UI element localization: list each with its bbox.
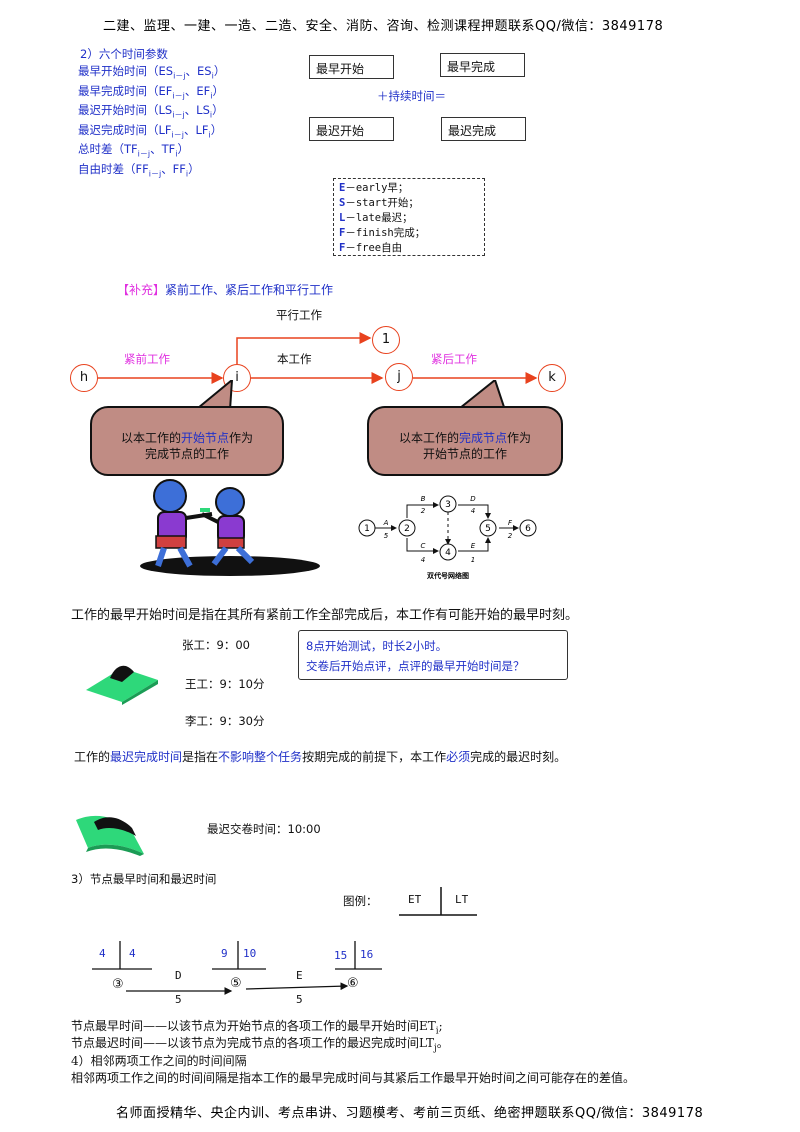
legend-line: S－start开始； [339, 197, 419, 209]
n6-et: 15 [334, 949, 348, 962]
exam-note-line2: 交卷后开始点评，点评的最早开始时间是？ [306, 659, 525, 673]
node-l: 1 [372, 326, 400, 354]
relation-diagram [98, 332, 538, 384]
params-title: 2）六个时间参数 [80, 47, 168, 61]
et-lt-legend [399, 887, 477, 916]
network-caption: 双代号网络图 [427, 571, 469, 580]
exam-note: 8点开始测试，时长2小时。 交卷后开始点评，点评的最早开始时间是？ [298, 630, 568, 680]
succ-label: 紧后工作 [431, 352, 477, 366]
et-label: ET [408, 893, 422, 906]
worker-wang: 王工：9：10分 [185, 677, 265, 691]
net-label-f-dur: 2 [508, 532, 513, 540]
exam-note-line1: 8点开始测试，时长2小时。 [306, 639, 448, 653]
lt-definition: 节点最迟时间——以该节点为完成节点的各项工作的最迟完成时间LTj。 [71, 1036, 449, 1054]
node-k: k [538, 364, 566, 392]
network-diagram: 1 2 3 4 5 6 A 5 B 2 C 4 D 4 E 1 F 2 双代号网… [358, 495, 537, 580]
net-label-f: F [508, 519, 513, 527]
net-label-b-dur: 2 [421, 507, 426, 515]
callout-pred: 以本工作的开始节点作为 完成节点的工作 [90, 406, 284, 476]
node-time-network [92, 941, 382, 995]
lt-label: LT [455, 893, 469, 906]
worker-li: 李工：9：30分 [185, 714, 265, 728]
work-d: D [175, 969, 182, 982]
es-definition: 工作的最早开始时间是指在其所有紧前工作全部完成后，本工作有可能开始的最早时刻。 [71, 608, 579, 623]
param-item: 最迟完成时间（LFi－j、LFi） [78, 122, 223, 139]
legend-line: L－late最迟； [339, 212, 413, 224]
net-node-5: 5 [485, 524, 491, 534]
net-node-4: 4 [445, 548, 451, 558]
parallel-arrow [236, 332, 372, 364]
node-5: ⑤ [230, 976, 242, 991]
net-label-a-dur: 5 [384, 532, 389, 540]
legend-line: F－finish完成； [339, 227, 426, 239]
n3-et: 4 [99, 947, 106, 960]
supp-title: 【补充】紧前工作、紧后工作和平行工作 [117, 283, 334, 297]
node-time-title: 3）节点最早时间和最迟时间 [71, 872, 217, 886]
node-h: h [70, 364, 98, 392]
work-d-duration: 5 [175, 993, 182, 1006]
callout-succ: 以本工作的完成节点作为 开始节点的工作 [367, 406, 563, 476]
relay-runners-illustration [140, 479, 320, 576]
node-j: j [385, 363, 413, 391]
et-definition: 节点最早时间——以该节点为开始节点的各项工作的最早开始时间ETi; [71, 1019, 443, 1037]
node-6: ⑥ [347, 976, 359, 991]
param-item: 最早完成时间（EFi－j、EFi） [78, 83, 224, 100]
es-box: 最早开始 [309, 55, 394, 79]
ls-box: 最迟开始 [309, 117, 394, 141]
net-label-b: B [421, 495, 426, 503]
n6-lt: 16 [360, 948, 374, 961]
work-e-duration: 5 [296, 993, 303, 1006]
ef-box: 最早完成 [440, 53, 525, 77]
deadline-text: 最迟交卷时间：10:00 [207, 822, 321, 836]
legend-line: E－early早； [339, 182, 409, 194]
n3-lt: 4 [129, 947, 136, 960]
n5-lt: 10 [243, 947, 257, 960]
net-node-2: 2 [404, 524, 410, 534]
worker-zhang: 张工：9：00 [182, 638, 250, 652]
net-label-a: A [383, 519, 389, 527]
param-item: 最早开始时间（ESi－j、ESi） [78, 64, 226, 81]
work-e: E [296, 969, 303, 982]
callout-pointers [195, 380, 507, 412]
abbr-legend: E－early早； S－start开始； L－late最迟； F－finish完成； F… [333, 178, 485, 256]
pred-label: 紧前工作 [124, 352, 170, 366]
net-label-e: E [471, 542, 476, 550]
n5-et: 9 [221, 947, 228, 960]
param-item: 最迟开始时间（LSi－j、LSi） [78, 103, 224, 120]
interval-definition: 相邻两项工作之间的时间间隔是指本工作的最早完成时间与其紧后工作最早开始时间之间可… [71, 1071, 636, 1085]
net-label-d: D [470, 495, 476, 503]
net-node-6: 6 [525, 524, 531, 534]
param-item: 自由时差（FFi－j、FFi） [78, 161, 200, 178]
param-item: 总时差（TFi－j、TFi） [78, 142, 189, 159]
book-icon-2 [76, 815, 144, 856]
plus-duration: ＋持续时间＝ [377, 89, 446, 103]
node-3: ③ [112, 977, 124, 992]
lf-box: 最迟完成 [441, 117, 526, 141]
net-node-1: 1 [364, 524, 370, 534]
net-label-c-dur: 4 [421, 556, 425, 564]
net-node-3: 3 [445, 500, 451, 510]
lf-definition: 工作的最迟完成时间是指在不影响整个任务按期完成的前提下，本工作必须完成的最迟时刻… [74, 750, 567, 764]
book-icon [86, 665, 158, 705]
net-label-d-dur: 4 [471, 507, 475, 515]
interval-title: 4）相邻两项工作之间的时间间隔 [71, 1054, 247, 1068]
net-label-c: C [421, 542, 426, 550]
parallel-label: 平行工作 [276, 308, 322, 322]
page-footer: 名师面授精华、央企内训、考点串讲、习题模考、考前三页纸、绝密押题联系QQ/微信：… [116, 1106, 704, 1121]
legend-label: 图例： [343, 894, 378, 908]
legend-line: F－free自由 [339, 242, 403, 254]
current-label: 本工作 [277, 352, 312, 366]
net-label-e-dur: 1 [471, 556, 475, 564]
page-header: 二建、监理、一建、一造、二造、安全、消防、咨询、检测课程押题联系QQ/微信：38… [103, 19, 664, 34]
